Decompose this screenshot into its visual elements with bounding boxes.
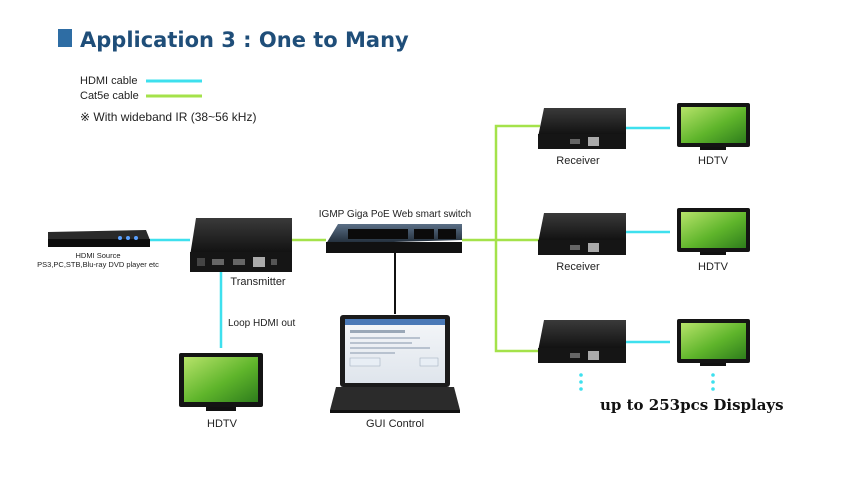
legend: HDMI cable Cat5e cable ※ With wideband I…: [80, 75, 256, 124]
displays-note: up to 253pcs Displays: [600, 396, 784, 414]
cat5e-cable-trunk: [494, 124, 540, 353]
loop-hdtv: HDTV: [179, 353, 263, 430]
laptop-gui: GUI Control: [330, 315, 460, 430]
title-block: Application 3 : One to Many: [58, 28, 409, 52]
switch-label: IGMP Giga PoE Web smart switch: [319, 209, 471, 220]
hdmi-source-device: HDMI Source PS3,PC,STB,Blu-ray DVD playe…: [37, 230, 159, 269]
continuation-dots: [579, 373, 715, 391]
network-switch: IGMP Giga PoE Web smart switch: [319, 209, 471, 253]
legend-hdmi-label: HDMI cable: [80, 75, 137, 87]
loop-hdtv-label: HDTV: [207, 418, 238, 430]
cables: [150, 124, 670, 353]
receiver-2: Receiver: [538, 213, 626, 273]
hdtv-1: HDTV: [677, 103, 750, 167]
receiver-1: Receiver: [538, 108, 626, 167]
legend-cat5e-label: Cat5e cable: [80, 90, 139, 102]
hdtv-3: [677, 319, 750, 366]
loop-hdmi-label: Loop HDMI out: [228, 318, 295, 329]
transmitter-label: Transmitter: [230, 276, 286, 288]
gui-control-label: GUI Control: [366, 418, 424, 430]
page-title: Application 3 : One to Many: [80, 28, 409, 52]
hdtv-2-label: HDTV: [698, 261, 729, 273]
transmitter-device: Transmitter: [190, 218, 292, 288]
hdtv-2: HDTV: [677, 208, 750, 273]
hdtv-1-label: HDTV: [698, 155, 729, 167]
source-sublabel: PS3,PC,STB,Blu-ray DVD player etc: [37, 260, 159, 269]
receiver-3: [538, 320, 626, 363]
receiver-2-label: Receiver: [556, 261, 600, 273]
legend-ir-note: ※ With wideband IR (38~56 kHz): [80, 110, 256, 124]
title-square-icon: [58, 29, 72, 47]
source-label: HDMI Source: [75, 251, 120, 260]
receiver-1-label: Receiver: [556, 155, 600, 167]
